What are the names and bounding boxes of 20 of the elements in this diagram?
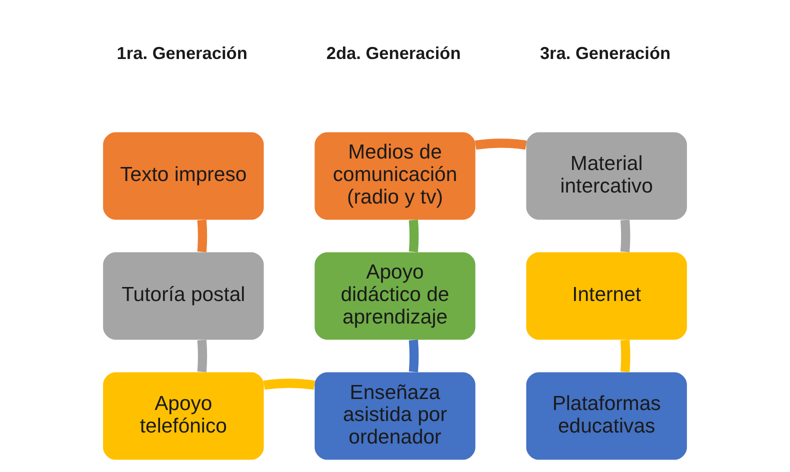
connector [197, 340, 208, 372]
connector [263, 378, 316, 390]
node-box: Enseñaza asistida por ordenador [314, 372, 476, 460]
node-box: Tutoría postal [103, 252, 264, 340]
connector [408, 340, 419, 372]
node-box: Apoyo didáctico de aprendizaje [314, 252, 476, 340]
label: 3ra. Generación [540, 43, 671, 64]
connector [408, 220, 419, 252]
node-box: Plataformas educativas [526, 372, 687, 460]
node-box: Medios de comunicación (radio y tv) [314, 132, 476, 220]
label: 1ra. Generación [116, 43, 248, 64]
node-box: Material intercativo [526, 132, 687, 220]
connector [197, 220, 208, 252]
label: 2da. Generación [326, 43, 461, 64]
connector [620, 220, 630, 252]
connector [620, 340, 630, 372]
node-box: Internet [526, 252, 687, 340]
node-box: Apoyo telefónico [103, 372, 264, 460]
connector [474, 138, 527, 150]
node-box: Texto impreso [103, 132, 264, 220]
